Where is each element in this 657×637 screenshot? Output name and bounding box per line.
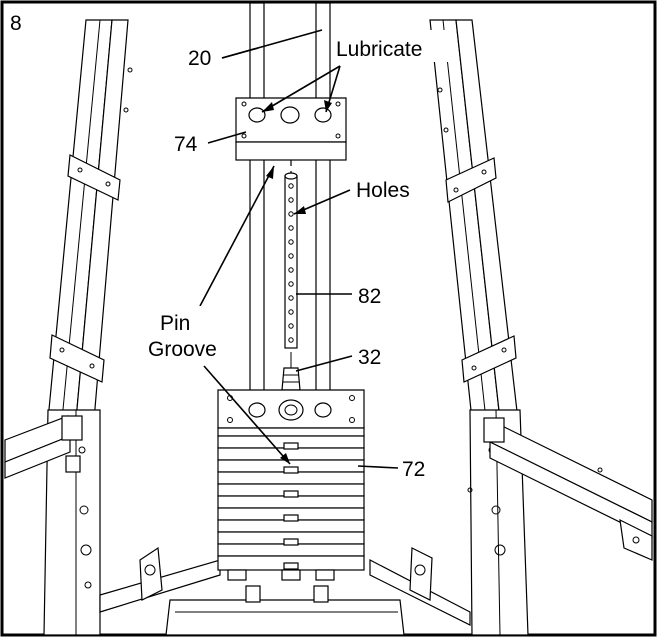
weight-plates-label: 72 bbox=[402, 458, 425, 481]
top-plate bbox=[235, 97, 347, 161]
left-frame-post bbox=[43, 19, 133, 636]
rods-label: 20 bbox=[188, 47, 211, 70]
base-frame bbox=[99, 546, 471, 636]
right-lower-bracket bbox=[461, 335, 517, 383]
left-crossbar bbox=[4, 415, 83, 479]
pin-groove-label-line2: Groove bbox=[148, 338, 217, 361]
left-upper-bracket bbox=[67, 154, 121, 201]
selector-stem bbox=[284, 172, 298, 349]
top-plate-label: 74 bbox=[174, 133, 198, 156]
selector-stem-label: 82 bbox=[358, 285, 381, 308]
left-lower-bracket bbox=[49, 334, 105, 383]
right-upper-bracket bbox=[445, 157, 497, 203]
weight-stack bbox=[217, 389, 365, 581]
stem-bolt-label: 32 bbox=[358, 346, 381, 369]
right-frame-post bbox=[429, 19, 529, 636]
pin-groove-label-line1: Pin bbox=[160, 312, 190, 335]
holes-label: Holes bbox=[356, 179, 410, 202]
leader-lines bbox=[199, 29, 399, 469]
step-number: 8 bbox=[10, 12, 22, 35]
lubricate-label: Lubricate bbox=[336, 38, 422, 61]
right-crossbar bbox=[483, 417, 653, 561]
